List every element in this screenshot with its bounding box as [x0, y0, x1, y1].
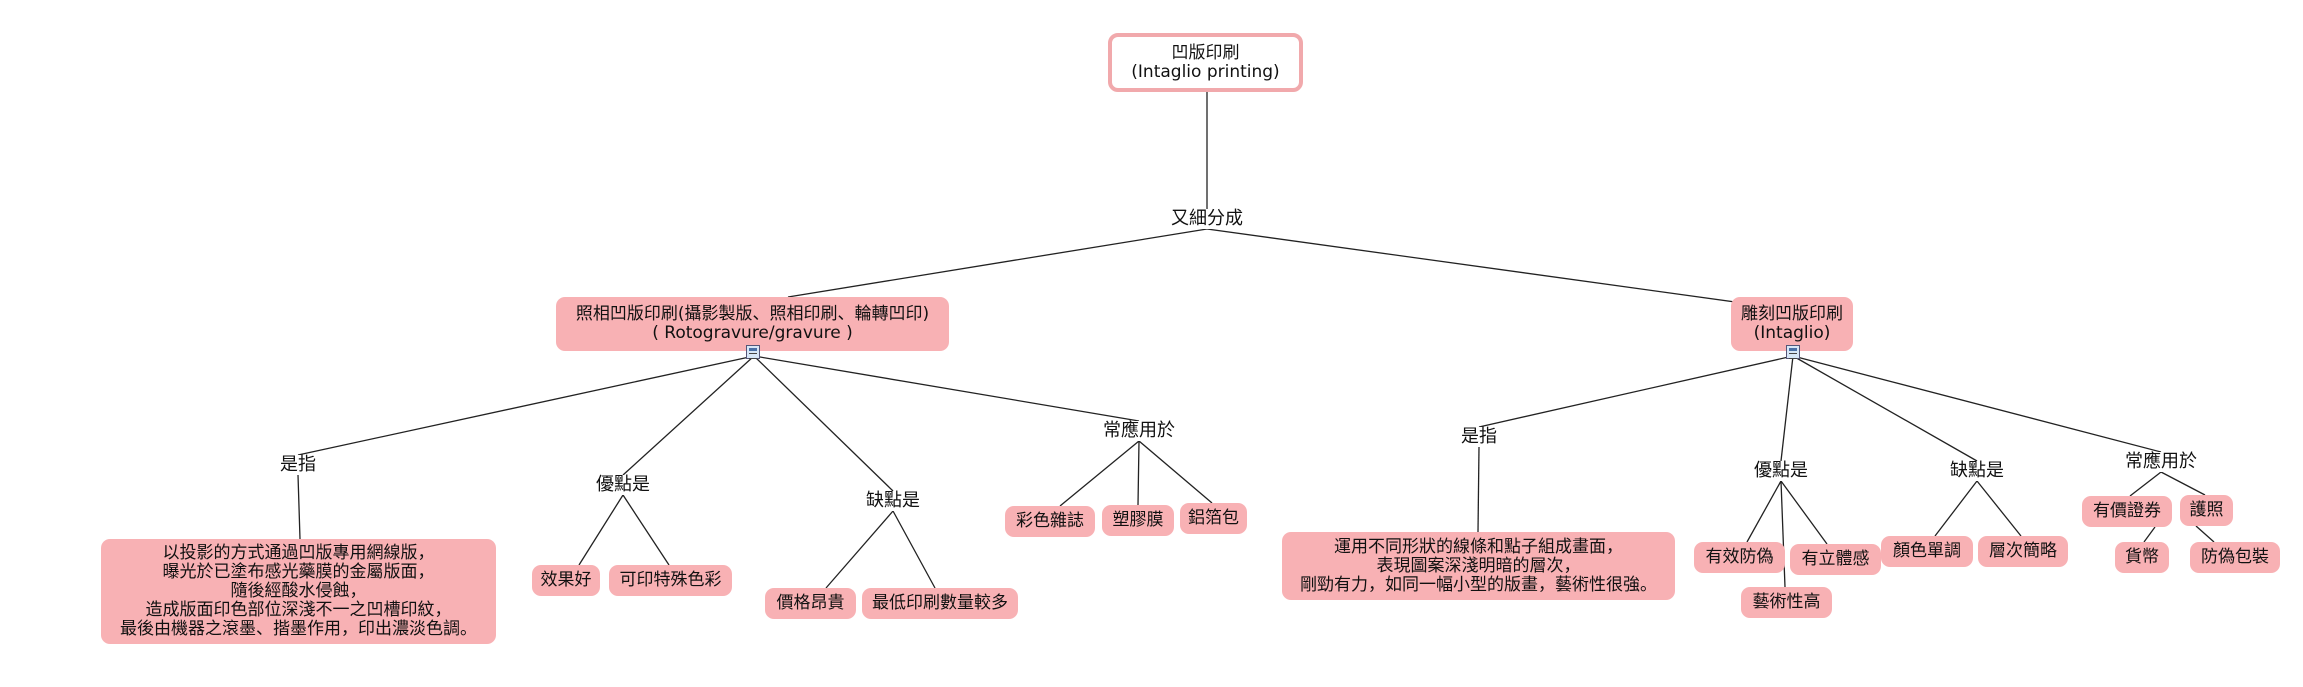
connector-line [2143, 526, 2156, 543]
connector-line [1780, 355, 1794, 462]
engraved-adv-3[interactable]: 藝術性高 [1741, 587, 1832, 618]
connector-line [787, 228, 1208, 298]
photo-dis-1[interactable]: 價格昂貴 [765, 588, 856, 619]
engraved-use-1[interactable]: 有價證券 [2082, 496, 2172, 527]
photo-gravure-node[interactable]: 照相凹版印刷(攝影製版、照相印刷、輪轉凹印) ( Rotogravure/gra… [556, 297, 949, 351]
connector-line [297, 355, 755, 456]
split-label: 又細分成 [1169, 208, 1245, 229]
engraved-definition-line: 剛勁有力，如同一幅小型的版畫，藝術性很強。 [1300, 574, 1657, 595]
connector-line [1477, 446, 1480, 533]
engraved-use-4[interactable]: 防偽包裝 [2190, 542, 2280, 573]
photo-adv-2[interactable]: 可印特殊色彩 [609, 565, 732, 596]
engraved-title: 雕刻凹版印刷 [1741, 304, 1843, 324]
root-node[interactable]: 凹版印刷 (Intaglio printing) [1108, 33, 1303, 92]
engraved-subtitle: (Intaglio) [1753, 323, 1831, 343]
photo-definition-node[interactable]: 以投影的方式通過凹版專用網線版， 曝光於已塗布感光藥膜的金屬版面， 隨後經酸水侵… [101, 539, 496, 644]
photo-adv-2-text: 可印特殊色彩 [619, 570, 722, 590]
photo-definition-line: 最後由機器之滾墨、揩墨作用，印出濃淡色調。 [120, 619, 477, 639]
engraved-adv-3-text: 藝術性高 [1752, 592, 1821, 612]
engraved-adv-2-text: 有立體感 [1801, 549, 1870, 569]
connector-line [297, 474, 301, 540]
engraved-definition-line: 運用不同形狀的線條和點子組成畫面， [1334, 536, 1623, 557]
photo-label-use: 常應用於 [1101, 420, 1177, 441]
photo-use-1[interactable]: 彩色雜誌 [1005, 506, 1095, 537]
photo-gravure-title: 照相凹版印刷(攝影製版、照相印刷、輪轉凹印) [575, 304, 930, 324]
connector-line [1059, 440, 1140, 507]
photo-use-3-text: 鋁箔包 [1188, 508, 1239, 528]
engraved-dis-1-text: 顏色單調 [1893, 541, 1961, 561]
root-subtitle: (Intaglio printing) [1131, 61, 1280, 82]
connector-line [2129, 471, 2162, 497]
engraved-label-dis: 缺點是 [1948, 460, 2006, 481]
photo-definition-line: 以投影的方式通過凹版專用網線版， [162, 543, 435, 563]
engraved-use-3-text: 貨幣 [2125, 547, 2159, 567]
root-title: 凹版印刷 [1171, 42, 1240, 63]
connector-line [1780, 480, 1828, 545]
connector-line [622, 494, 670, 566]
photo-dis-2-text: 最低印刷數量較多 [872, 593, 1008, 613]
connector-line [753, 355, 1140, 422]
connector-line [1206, 228, 1787, 310]
connector-line [1780, 480, 1786, 588]
engraved-definition-line: 表現圖案深淺明暗的層次， [1376, 555, 1581, 576]
connector-line [1934, 480, 1978, 537]
photo-label-dis: 缺點是 [864, 490, 922, 511]
engraved-note-icon[interactable] [1786, 345, 1800, 359]
photo-label-adv: 優點是 [594, 474, 652, 495]
engraved-use-2[interactable]: 護照 [2180, 495, 2233, 526]
engraved-adv-1-text: 有效防偽 [1705, 547, 1774, 567]
connector-line [825, 510, 894, 589]
connector-line [1792, 355, 1978, 462]
photo-dis-1-text: 價格昂貴 [776, 593, 845, 613]
connector-line [2160, 471, 2206, 496]
engraved-use-3[interactable]: 貨幣 [2115, 542, 2169, 573]
engraved-adv-1[interactable]: 有效防偽 [1694, 542, 1785, 573]
engraved-use-4-text: 防偽包裝 [2201, 547, 2269, 567]
photo-adv-1-text: 效果好 [540, 570, 592, 590]
photo-adv-1[interactable]: 效果好 [532, 565, 600, 596]
connector-line [753, 355, 894, 492]
photo-definition-line: 曝光於已塗布感光藥膜的金屬版面， [162, 562, 435, 582]
photo-use-3[interactable]: 鋁箔包 [1180, 503, 1247, 534]
connector-line [578, 494, 624, 566]
connector-line [1138, 440, 1213, 504]
connector-line [1976, 480, 2022, 537]
photo-label-def: 是指 [278, 454, 318, 475]
photo-use-2[interactable]: 塑膠膜 [1102, 505, 1174, 536]
photo-dis-2[interactable]: 最低印刷數量較多 [862, 588, 1018, 619]
photo-definition-line: 造成版面印色部位深淺不一之凹槽印紋， [145, 600, 452, 620]
engraved-adv-2[interactable]: 有立體感 [1790, 544, 1881, 575]
engraved-label-use: 常應用於 [2123, 451, 2199, 472]
photo-gravure-subtitle: ( Rotogravure/gravure ) [652, 323, 853, 343]
photo-use-2-text: 塑膠膜 [1112, 510, 1164, 530]
engraved-use-2-text: 護照 [2189, 500, 2224, 520]
connector-line [1478, 355, 1794, 428]
connector-line [1746, 480, 1782, 543]
photo-use-1-text: 彩色雜誌 [1016, 511, 1084, 531]
photo-definition-line: 隨後經酸水侵蝕， [230, 581, 367, 601]
engraved-use-1-text: 有價證券 [2093, 501, 2161, 521]
connector-line [1137, 440, 1140, 506]
connector-line [622, 355, 755, 476]
engraved-definition-node[interactable]: 運用不同形狀的線條和點子組成畫面， 表現圖案深淺明暗的層次， 剛勁有力，如同一幅… [1282, 532, 1675, 600]
connector-line [2195, 525, 2215, 543]
connector-line [1792, 355, 2162, 453]
engraved-label-adv: 優點是 [1752, 460, 1810, 481]
engraved-dis-1[interactable]: 顏色單調 [1881, 536, 1973, 567]
photo-note-icon[interactable] [746, 345, 760, 359]
engraved-node[interactable]: 雕刻凹版印刷 (Intaglio) [1731, 297, 1853, 351]
engraved-dis-2[interactable]: 層次簡略 [1978, 536, 2068, 567]
connector-line [892, 510, 936, 589]
engraved-label-def: 是指 [1459, 426, 1499, 447]
engraved-dis-2-text: 層次簡略 [1989, 541, 2057, 561]
